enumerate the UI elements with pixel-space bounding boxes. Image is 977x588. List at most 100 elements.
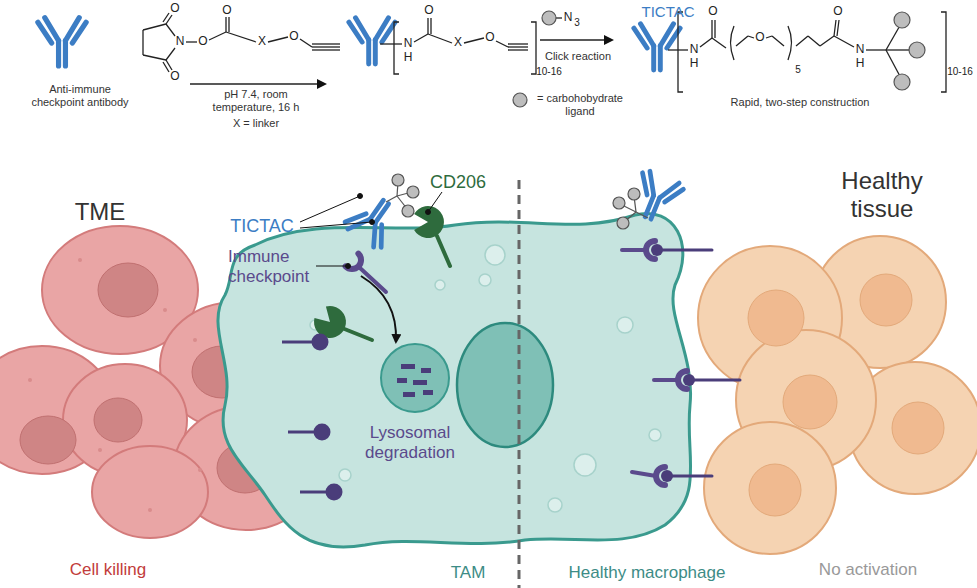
- chemical-bond: [731, 26, 735, 60]
- atom-label: N: [401, 37, 415, 51]
- chemical-bond: [163, 13, 169, 22]
- tumor-speckle: [148, 508, 152, 512]
- chemical-bond: [556, 17, 562, 18]
- degraded-fragment: [401, 364, 415, 369]
- cd206-receptor: [314, 206, 444, 338]
- cell-outline: [218, 213, 691, 547]
- checkpoint-receptor: Immune checkpoint: [338, 246, 368, 276]
- lysosome: Lysosomal degradation: [379, 342, 451, 414]
- vesicle: [649, 429, 661, 441]
- chemical-bond: [143, 55, 166, 60]
- chemical-bond: [312, 49, 340, 50]
- chemical-bond: [142, 30, 143, 55]
- chemical-bond: [834, 36, 854, 47]
- chemical-bond: [508, 43, 528, 44]
- region-label: TME: [55, 198, 145, 226]
- chemical-bond: [748, 36, 754, 38]
- repeat-count: 5: [792, 64, 804, 76]
- chemical-bond: [226, 32, 256, 42]
- carbohydrate-ligand: [513, 93, 527, 107]
- healthy-nucleus: [860, 274, 912, 326]
- chemical-bond: [143, 12, 946, 92]
- vesicle: [339, 469, 351, 481]
- lysosome-outline: [381, 344, 449, 412]
- chemical-bond: [808, 36, 820, 46]
- chemical-bond: [166, 60, 172, 70]
- engaged-checkpoint: [654, 378, 678, 382]
- subscript: 3: [572, 17, 582, 29]
- tictac-conjugate: [402, 205, 414, 217]
- cell-label: TAM: [428, 563, 508, 583]
- free-tictac: [620, 204, 636, 212]
- atom-label: N: [687, 43, 701, 57]
- atom-label: X: [255, 35, 269, 49]
- leader-line: [300, 222, 372, 228]
- leader-line: [370, 220, 375, 225]
- tumor-ligand: [315, 425, 329, 439]
- chemical-bond: [714, 20, 715, 38]
- leader-line: [300, 192, 442, 269]
- receptor-stem: [342, 236, 450, 340]
- carbohydrate-ligand: [894, 12, 910, 28]
- chemical-bond: [788, 26, 792, 60]
- edge-arrow: [361, 276, 396, 342]
- tumor-ligand: [282, 341, 314, 344]
- tumor-cell: [63, 364, 187, 476]
- tictac-conjugate: [343, 174, 419, 251]
- leader-line: [316, 266, 348, 267]
- chemical-bond: [766, 36, 772, 38]
- vesicle: [479, 274, 491, 286]
- atom-label: H: [853, 57, 867, 71]
- chemical-bond: [464, 38, 484, 43]
- carbohydrate-ligand: [542, 11, 556, 25]
- chemical-bond: [772, 36, 784, 46]
- tumor-cell: [42, 226, 198, 354]
- tictac-conjugate: [397, 196, 408, 210]
- tumor-speckle: [163, 308, 167, 312]
- atom-label: O: [168, 2, 182, 16]
- tumor-speckle: [193, 338, 197, 342]
- antibody-icon: [349, 18, 395, 64]
- chemical-bond: [540, 39, 612, 40]
- engaged-checkpoint: [683, 374, 695, 386]
- chemical-bond: [678, 12, 683, 92]
- chemical-bond: [508, 49, 528, 50]
- chemical-bond: [496, 41, 508, 47]
- chemical-bond: [941, 12, 946, 92]
- chemical-bond: [531, 22, 536, 74]
- divider-line: [518, 180, 521, 588]
- tictac-conjugate: [386, 174, 419, 217]
- callout-label: TICTAC: [217, 216, 307, 237]
- chemical-bond: [186, 41, 197, 42]
- atom-label: H: [401, 51, 415, 65]
- receptor-stem: [437, 236, 450, 266]
- cup-shape: [338, 246, 368, 276]
- chemical-bond: [668, 49, 688, 50]
- carbohydrate-ligand: [909, 42, 925, 58]
- free-tictac: [617, 217, 629, 229]
- atom-label: O: [422, 4, 436, 18]
- engaged-checkpoint: [657, 249, 712, 252]
- tumor-ligand: [300, 491, 328, 494]
- step-label: Click reaction: [528, 50, 628, 63]
- leader-line: [428, 192, 442, 212]
- tumor-nucleus: [98, 263, 158, 317]
- tumor-ligand: [288, 431, 316, 434]
- tumor-speckle: [78, 258, 82, 262]
- tictac-conjugate: [386, 196, 397, 202]
- tumor-ligand: [313, 335, 327, 349]
- tictac-conjugate: [407, 186, 419, 198]
- chemical-bond: [225, 17, 226, 32]
- atom-label: N: [853, 43, 867, 57]
- condition-label: X = linker: [206, 117, 306, 130]
- caption-label: Rapid, two-step construction: [695, 96, 905, 109]
- tumor-ligand: [282, 335, 341, 499]
- title-label: TICTAC: [628, 3, 708, 20]
- chemical-bond: [736, 36, 748, 46]
- free-tictac: [624, 212, 636, 222]
- healthy-nucleus: [748, 274, 944, 516]
- chemical-bond: [394, 22, 399, 74]
- antibody-icon: [38, 18, 680, 70]
- tictac-conjugate: [343, 189, 404, 250]
- engaged-checkpoint: [689, 379, 740, 382]
